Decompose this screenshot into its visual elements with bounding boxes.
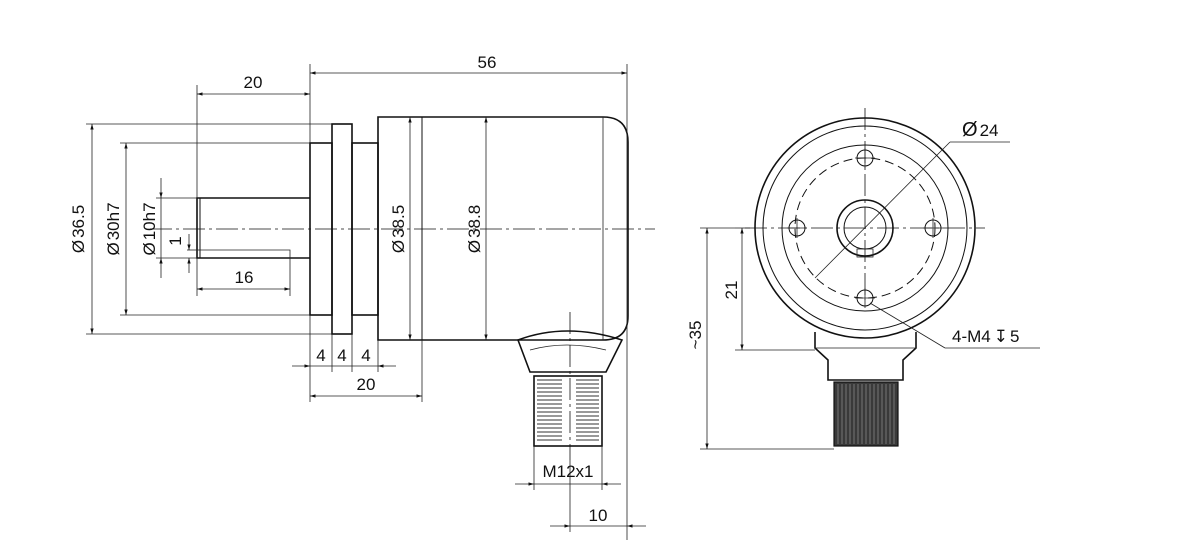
dim-body-diameter-1: Ø38.5	[389, 117, 412, 340]
dim-key-length: 16	[196, 258, 291, 296]
dim-shaft-diameter: Ø10h7	[140, 178, 197, 278]
dim-holes: 4-M4↧5	[869, 302, 1040, 349]
dim-pilot-diameter-label: Ø30h7	[104, 202, 123, 255]
dim-shaft-diameter-label: Ø10h7	[140, 202, 159, 255]
dim-body-diameter-1-label: Ø38.5	[389, 205, 408, 253]
dim-key-length-label: 16	[235, 268, 254, 287]
dim-shaft-length-label: 20	[244, 73, 263, 92]
front-connector-thread	[837, 384, 895, 444]
dim-shaft-length: 20	[196, 73, 310, 198]
dim-flange-diameter-label: Ø36.5	[69, 205, 88, 253]
shaft	[196, 197, 310, 259]
dim-step-2-label: 4	[337, 346, 346, 365]
dim-flange-steps: 4 4 4	[292, 315, 396, 402]
side-view: 56 20 Ø36.5 Ø30h7	[69, 53, 655, 540]
dim-pilot-diameter: Ø30h7	[104, 142, 310, 316]
dim-step-3-label: 4	[361, 346, 370, 365]
dim-flange-width-label: 20	[357, 375, 376, 394]
dim-connector-thread-label: M12x1	[542, 462, 593, 481]
dim-center-height: 21	[722, 227, 815, 351]
dim-key-depth-label: 1	[166, 236, 185, 245]
dim-step-1-label: 4	[316, 346, 325, 365]
dim-center-height-label: 21	[722, 281, 741, 300]
dim-connector-thread: M12x1	[515, 446, 621, 490]
dim-flange-diameter: Ø36.5	[69, 123, 332, 335]
dim-connector-offset-label: 10	[589, 506, 608, 525]
front-connector	[814, 332, 917, 447]
dim-total-height-label: ~35	[686, 321, 705, 350]
dim-holes-label: 4-M4↧5	[952, 327, 1019, 346]
dim-body-diameter-2-label: Ø38.8	[465, 205, 484, 253]
dim-overall-length: 56	[309, 53, 628, 540]
dim-overall-length-label: 56	[478, 53, 497, 72]
mounting-holes	[787, 148, 943, 308]
dim-key-depth: 1	[166, 234, 200, 273]
dim-connector-offset: 10	[550, 460, 646, 532]
dim-body-diameter-2: Ø38.8	[465, 117, 488, 340]
dim-flange-width: 20	[310, 340, 423, 402]
flange	[309, 123, 379, 335]
dim-total-height: ~35	[686, 227, 834, 450]
connector-thread-hatching	[537, 379, 599, 441]
connector	[516, 312, 624, 460]
encoder-body	[377, 116, 629, 341]
